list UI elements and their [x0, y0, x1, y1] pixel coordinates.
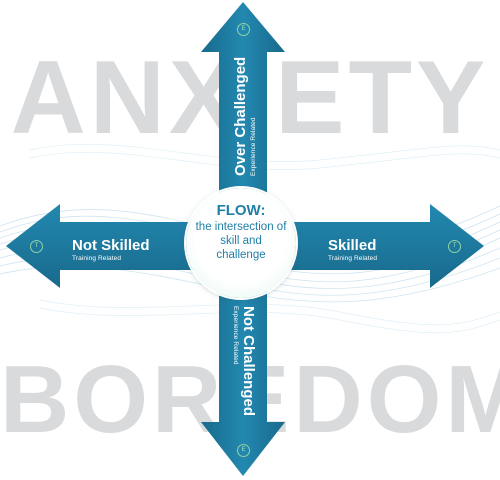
experience-badge-icon: E [237, 23, 250, 36]
not-skilled-label: Not Skilled Training Related [72, 237, 150, 263]
over-challenged-label: Over Challenged Experience Related [232, 57, 258, 176]
not-challenged-sublabel: Experience Related [232, 306, 239, 365]
arrow-up [201, 2, 285, 200]
arrow-right [290, 204, 484, 288]
flow-description: the intersection of skill and challenge [195, 221, 287, 261]
skilled-title: Skilled [328, 237, 377, 254]
not-skilled-title: Not Skilled [72, 237, 150, 254]
training-badge-icon: T [30, 240, 43, 253]
training-badge-icon: T [448, 240, 461, 253]
not-challenged-label: Not Challenged Experience Related [231, 306, 257, 416]
flow-center-circle: FLOW: the intersection of skill and chal… [186, 188, 296, 298]
not-skilled-sublabel: Training Related [72, 255, 122, 262]
arrow-left [6, 204, 200, 288]
skilled-label: Skilled Training Related [328, 237, 377, 263]
experience-badge-icon: E [237, 444, 250, 457]
not-challenged-title: Not Challenged [240, 306, 257, 417]
arrow-down [201, 290, 285, 476]
skilled-sublabel: Training Related [328, 255, 378, 262]
flow-title: FLOW: [216, 202, 266, 219]
over-challenged-sublabel: Experience Related [250, 117, 257, 176]
over-challenged-title: Over Challenged [232, 56, 249, 176]
